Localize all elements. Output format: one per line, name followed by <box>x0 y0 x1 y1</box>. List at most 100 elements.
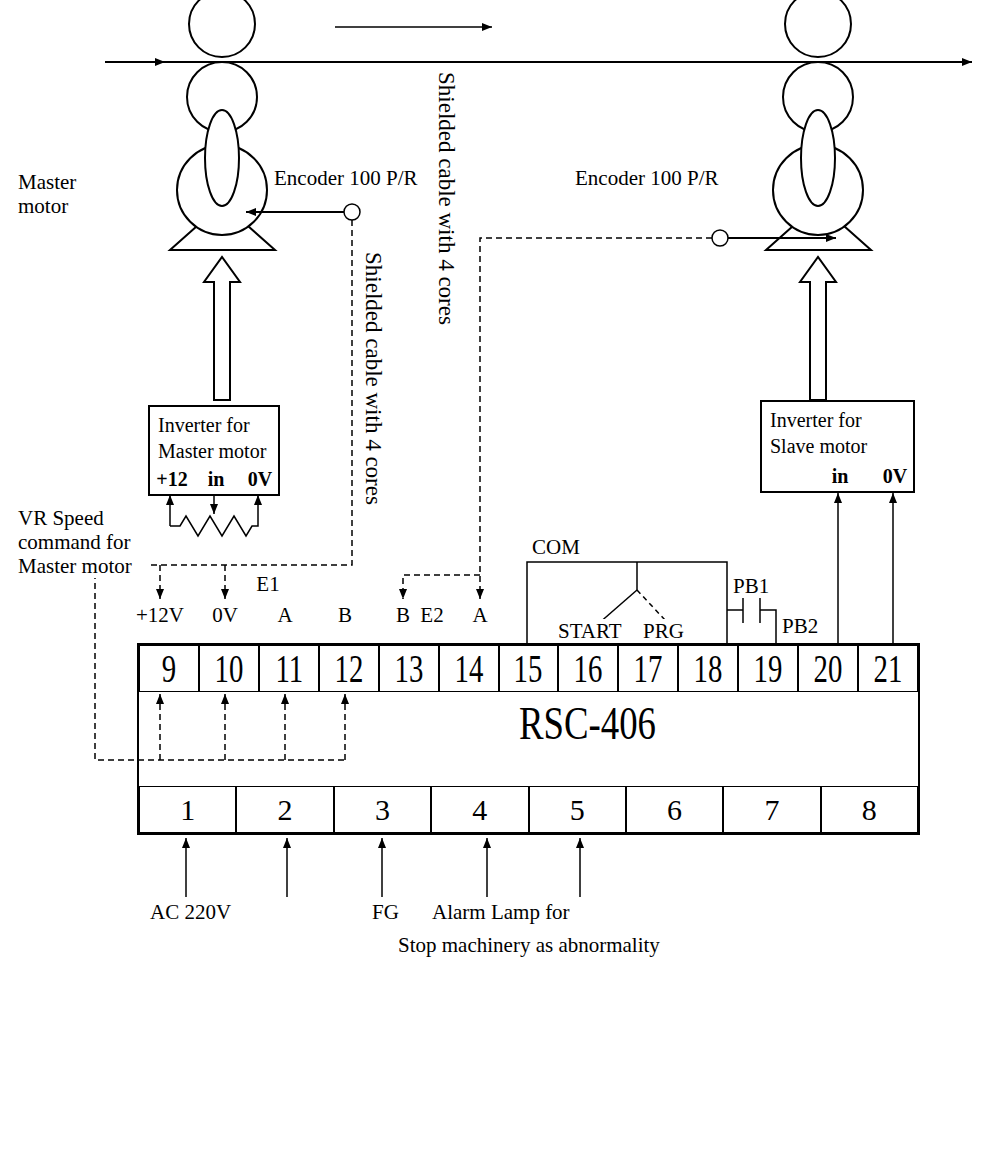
cable-path <box>480 238 712 599</box>
part-label: Stop machinery as abnormality <box>396 933 662 957</box>
signal-name: B <box>394 603 412 627</box>
encoder-link <box>246 211 344 213</box>
terminal-cell: 14 <box>439 645 499 692</box>
push-button-contact <box>742 597 744 623</box>
terminal-name: in <box>208 467 225 491</box>
terminal-cell: 8 <box>821 786 918 833</box>
material-line <box>165 61 972 63</box>
terminal-number: 10 <box>214 649 243 689</box>
terminal-name: in <box>832 464 849 488</box>
part-label: PB1 <box>731 574 771 598</box>
cable-core <box>224 565 226 599</box>
signal-name: +12V <box>134 603 186 627</box>
signal-name: A <box>470 603 489 627</box>
encoder-symbol <box>712 230 728 246</box>
wire <box>169 495 171 526</box>
terminal-cell: 4 <box>431 786 528 833</box>
terminal-number: 12 <box>334 649 363 689</box>
terminal-cell: 16 <box>558 645 618 692</box>
inverter-title: Inverter for Master motor <box>158 412 270 464</box>
terminal-name: +12 <box>156 467 187 491</box>
terminal-cell: 10 <box>199 645 259 692</box>
terminal-cell: 6 <box>626 786 723 833</box>
terminal-number: 15 <box>514 649 543 689</box>
signal-name: 0V <box>210 603 240 627</box>
cable-core <box>344 694 346 760</box>
cable-note: Shielded cable with 4 cores <box>433 70 459 327</box>
signal-name: B <box>336 603 354 627</box>
power-wiring <box>186 838 580 897</box>
cable-core <box>403 575 480 599</box>
resistor-zigzag <box>170 495 258 536</box>
part-label: AC 220V <box>148 900 233 924</box>
terminal-number: 14 <box>454 649 483 689</box>
com-wire <box>527 562 727 643</box>
resistor-symbol <box>170 494 258 536</box>
terminal-cell: 11 <box>259 645 319 692</box>
terminal-cell: 17 <box>618 645 678 692</box>
terminal-cell: 19 <box>738 645 798 692</box>
terminal-number: 3 <box>375 795 390 825</box>
encoder-symbol <box>344 204 360 220</box>
part-label: Encoder 100 P/R <box>272 166 419 190</box>
cable-note: Shielded cable with 4 cores <box>360 250 386 507</box>
wire <box>579 838 581 897</box>
terminal-number: 9 <box>162 649 176 689</box>
terminal-number: 4 <box>472 795 487 825</box>
wiper-arrow <box>213 494 215 514</box>
part-label: PB2 <box>780 614 820 638</box>
terminal-cell: 7 <box>723 786 820 833</box>
wire <box>760 610 776 643</box>
terminal-number: 19 <box>754 649 783 689</box>
slave-motor <box>766 0 871 400</box>
terminal-number: 11 <box>275 649 303 689</box>
part-label: Master motor <box>16 170 102 218</box>
wire <box>636 562 638 590</box>
cable-core <box>284 694 286 760</box>
wire <box>381 838 383 897</box>
direction-arrow <box>335 26 492 28</box>
cable-core <box>224 694 226 760</box>
wire <box>727 609 743 611</box>
wire <box>486 838 488 897</box>
part-label: START <box>556 619 624 643</box>
terminal-cell: 21 <box>858 645 918 692</box>
part-label: Alarm Lamp for <box>430 900 572 924</box>
terminal-number: 8 <box>862 795 877 825</box>
terminal-number: 16 <box>574 649 603 689</box>
part-label: PRG <box>641 619 686 643</box>
terminal-cell: 13 <box>379 645 439 692</box>
terminal-number: 1 <box>180 795 195 825</box>
part-label: VR Speed command for Master motor <box>16 506 148 578</box>
terminal-number: 17 <box>634 649 663 689</box>
material-line <box>105 61 165 63</box>
cable-path <box>95 220 352 760</box>
terminal-number: 20 <box>814 649 843 689</box>
master-motor <box>170 0 275 400</box>
wire <box>286 838 288 897</box>
terminal-number: 6 <box>667 795 682 825</box>
wire <box>185 838 187 897</box>
terminal-name: 0V <box>883 464 907 488</box>
terminal-cell: 2 <box>236 786 333 833</box>
cable-core <box>159 694 161 760</box>
model-name: RSC-406 <box>519 701 656 747</box>
signal-name: E1 <box>254 572 281 596</box>
controller-box: 910111213141516171819202112345678RSC-406 <box>137 643 920 835</box>
inverter-title: Inverter for Slave motor <box>770 407 905 459</box>
part-label: FG <box>370 900 401 924</box>
part-label: Encoder 100 P/R <box>573 166 720 190</box>
signal-wire <box>892 493 894 645</box>
encoder-link <box>728 237 836 239</box>
inverter-box: Inverter for Slave motor in 0V <box>760 400 915 493</box>
terminal-cell: 18 <box>678 645 738 692</box>
terminal-cell: 15 <box>499 645 559 692</box>
terminal-number: 2 <box>278 795 293 825</box>
terminal-number: 13 <box>394 649 423 689</box>
terminal-cell: 12 <box>319 645 379 692</box>
signal-name: E2 <box>418 603 445 627</box>
signal-name: A <box>275 603 294 627</box>
terminal-number: 7 <box>764 795 779 825</box>
